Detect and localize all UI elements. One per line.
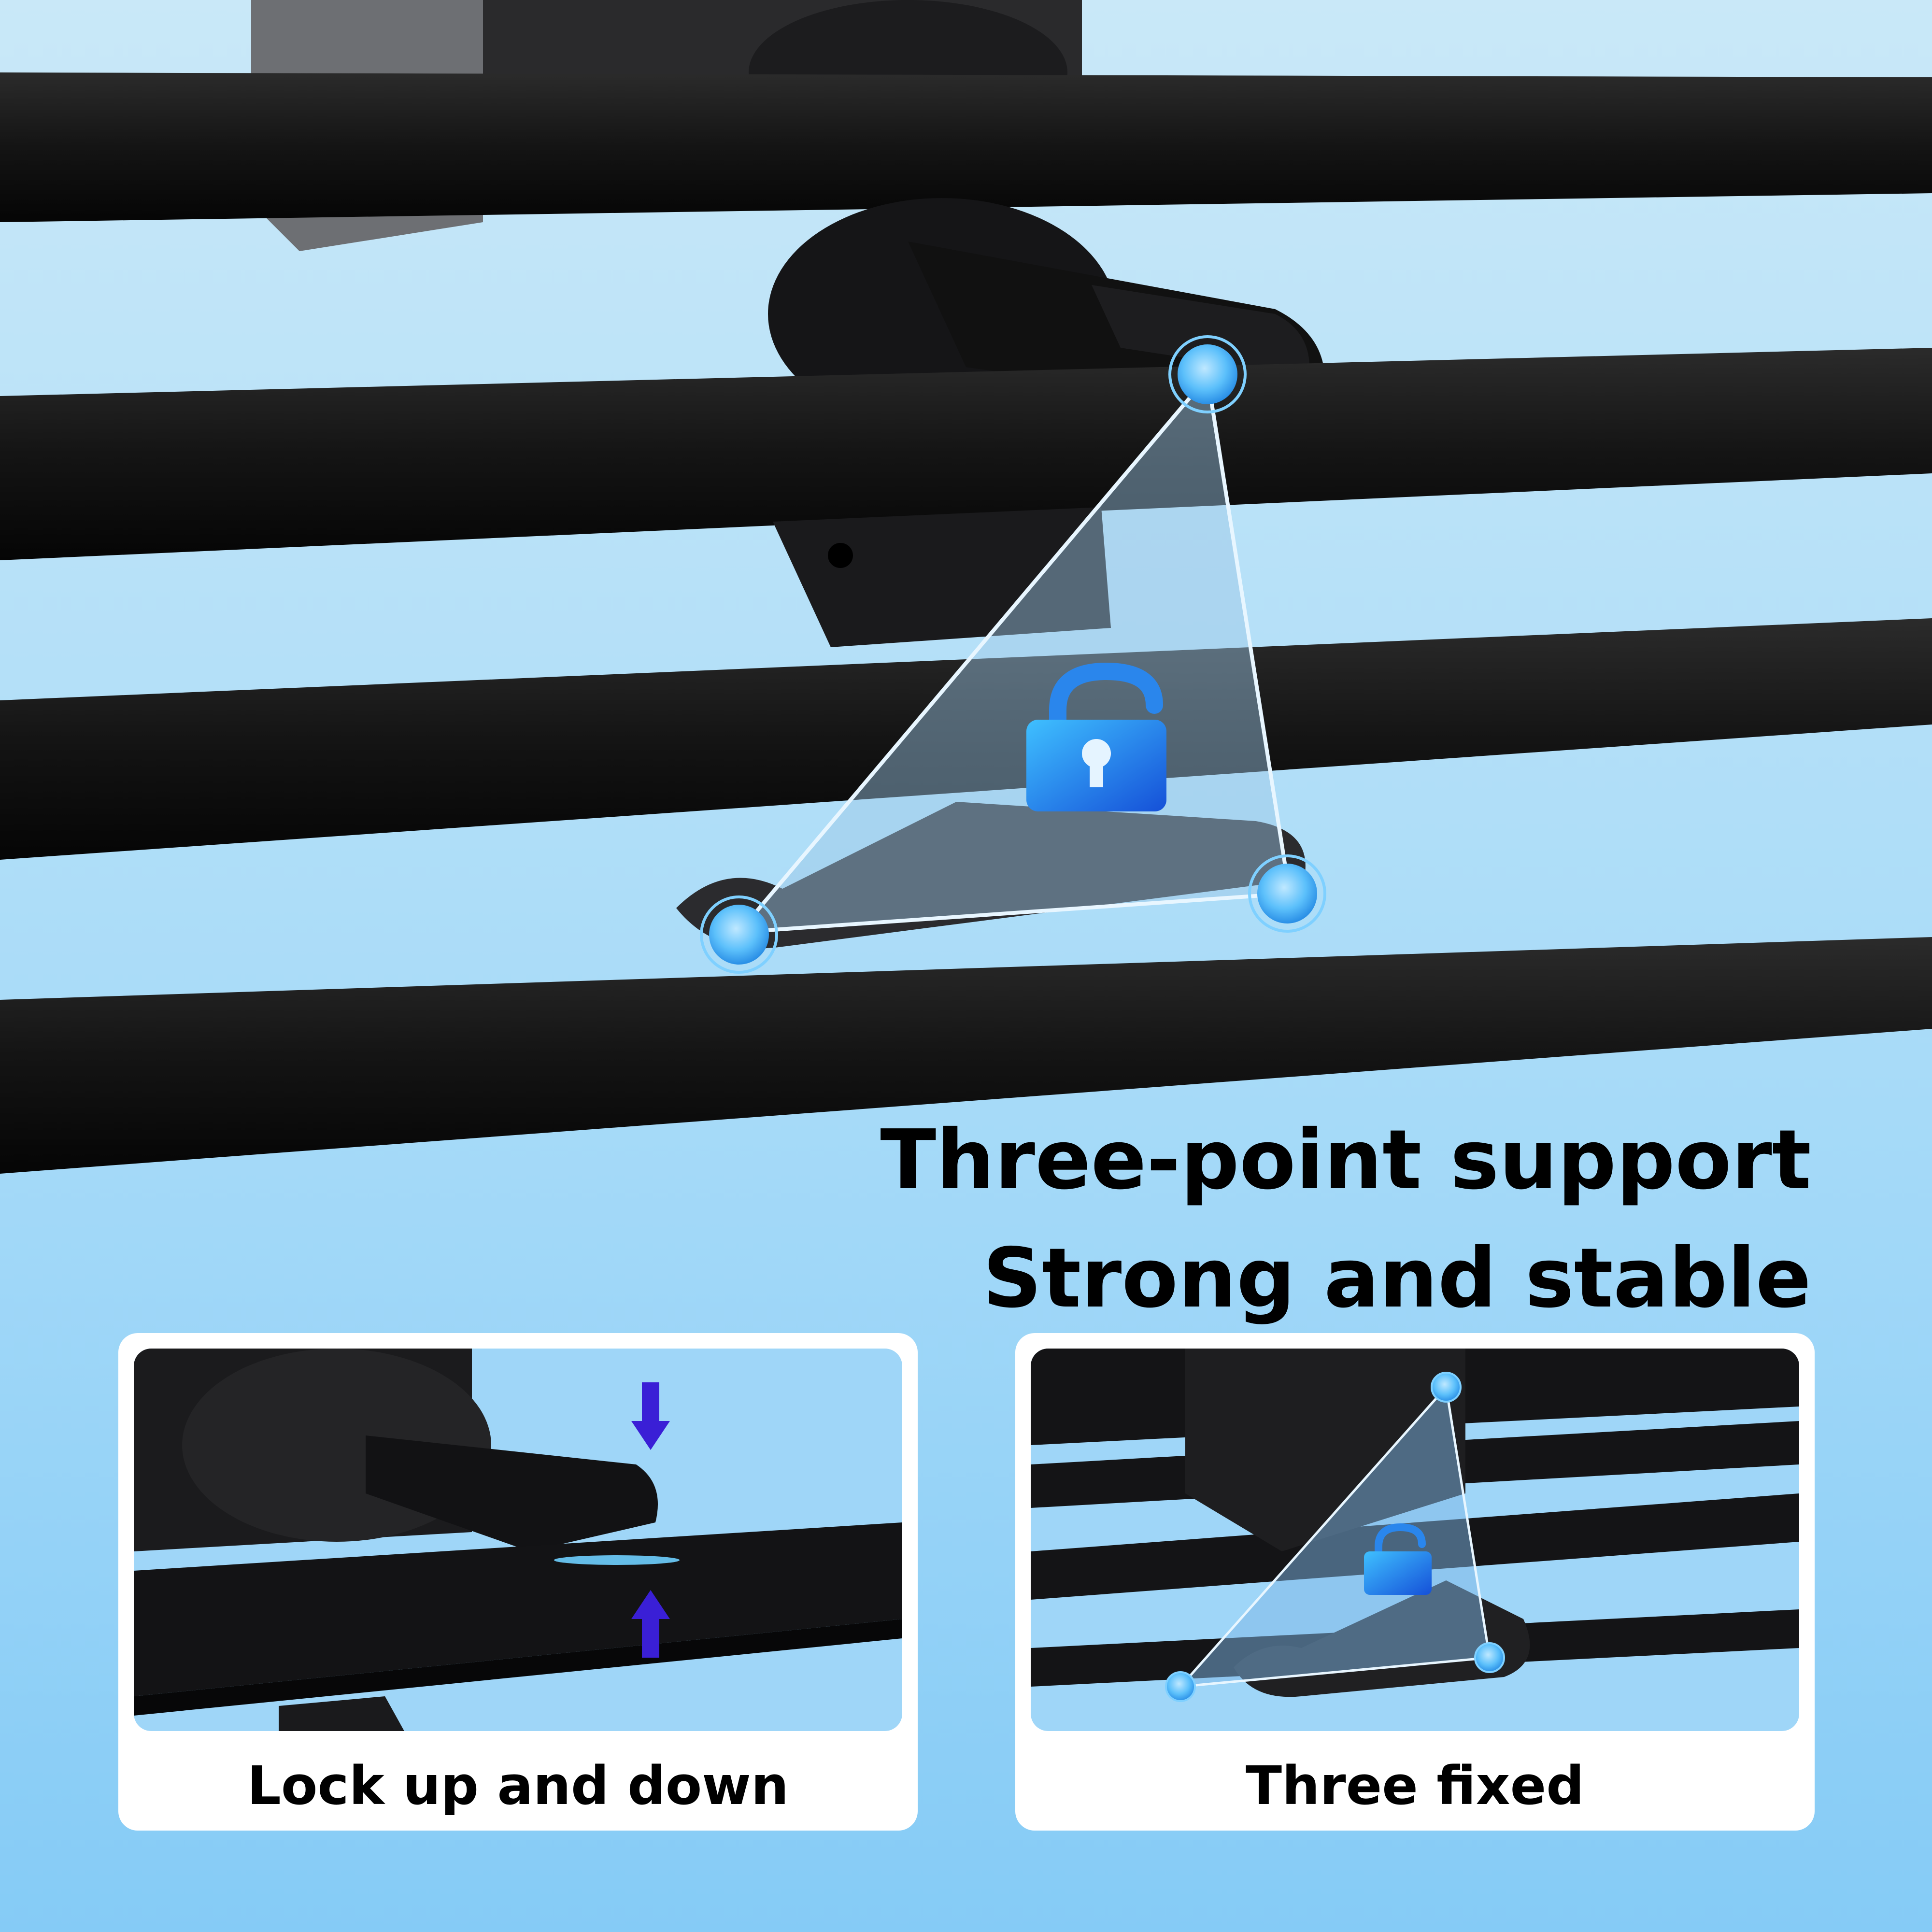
headline-line-2: Strong and stable <box>982 1231 1811 1326</box>
vent-slat-1 <box>0 72 1932 222</box>
contact-point-icon <box>1165 1671 1196 1702</box>
vent-slat-4 <box>0 937 1932 1174</box>
card-caption: Lock up and down <box>247 1755 789 1817</box>
support-foot <box>676 802 1306 949</box>
contact-point-icon <box>1474 1642 1505 1673</box>
lock-icon <box>1026 662 1166 811</box>
three-fixed-detail-image <box>1031 1349 1799 1731</box>
vent-slat-2 <box>0 348 1932 560</box>
lock-icon <box>1364 1523 1432 1595</box>
feature-card-fixed: Three fixed <box>1015 1333 1815 1831</box>
feature-card-lock: Lock up and down <box>118 1333 918 1831</box>
contact-point-icon <box>1248 854 1326 933</box>
clip-hook <box>773 507 1111 647</box>
contact-point-icon <box>1168 335 1247 413</box>
up-arrow-icon <box>631 1590 670 1658</box>
contact-point-icon <box>1431 1372 1462 1403</box>
vent-slat-3 <box>0 618 1932 860</box>
lock-detail-image <box>134 1349 902 1731</box>
card-caption: Three fixed <box>1246 1755 1584 1817</box>
hook-hole <box>828 543 853 568</box>
contact-point-icon <box>700 895 778 974</box>
down-arrow-icon <box>631 1382 670 1450</box>
headline-line-1: Three-point support <box>880 1112 1811 1208</box>
headline: Three-point support Strong and stable <box>749 1101 1811 1338</box>
clip-lever-top <box>1092 285 1310 377</box>
